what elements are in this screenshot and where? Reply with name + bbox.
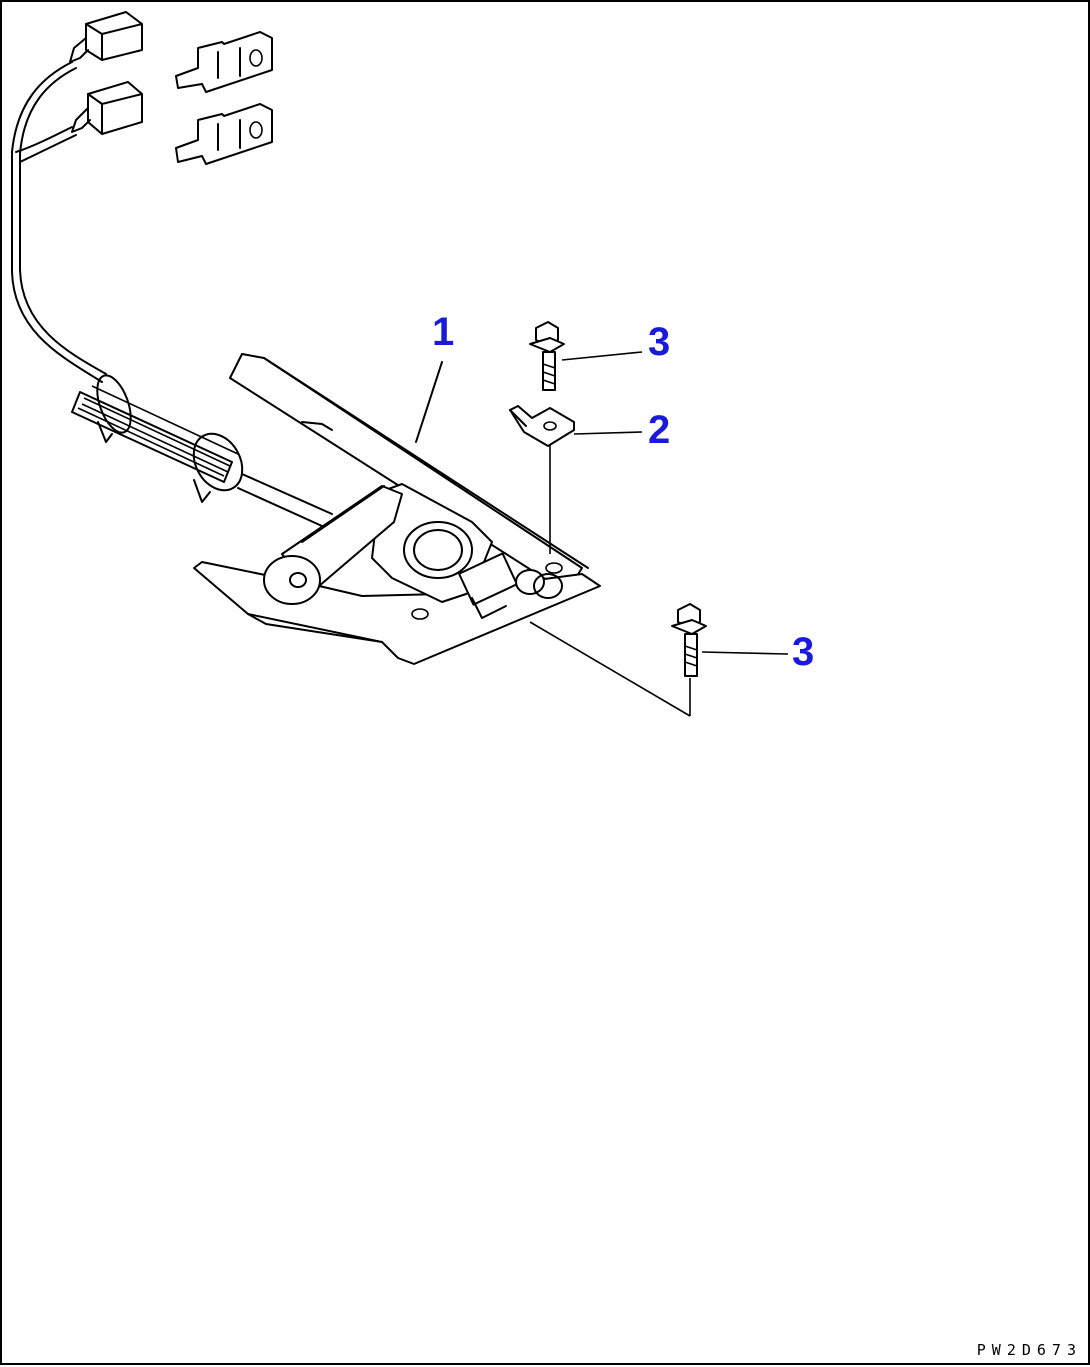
flange-bolt-upper bbox=[529, 321, 565, 391]
callout-2-plate: 2 bbox=[648, 408, 671, 452]
terminal-clip-upper bbox=[175, 31, 273, 93]
connector-lower bbox=[71, 81, 143, 135]
connector-upper bbox=[69, 11, 143, 63]
flange-bolt-lower bbox=[671, 603, 707, 677]
terminal-clip-lower bbox=[175, 103, 273, 165]
callout-1-pedal-assembly: 1 bbox=[432, 310, 455, 354]
callout-3-bolt-lower: 3 bbox=[792, 630, 815, 674]
wire-harness bbox=[11, 61, 107, 383]
drawing-code: PW2D673 bbox=[976, 1341, 1082, 1359]
plate-washer bbox=[509, 405, 575, 447]
pedal-sensor bbox=[371, 483, 563, 619]
leader-lines bbox=[415, 351, 789, 717]
callout-3-bolt-upper: 3 bbox=[648, 320, 671, 364]
corrugated-tube bbox=[71, 374, 333, 527]
pivot-arm bbox=[263, 485, 403, 605]
